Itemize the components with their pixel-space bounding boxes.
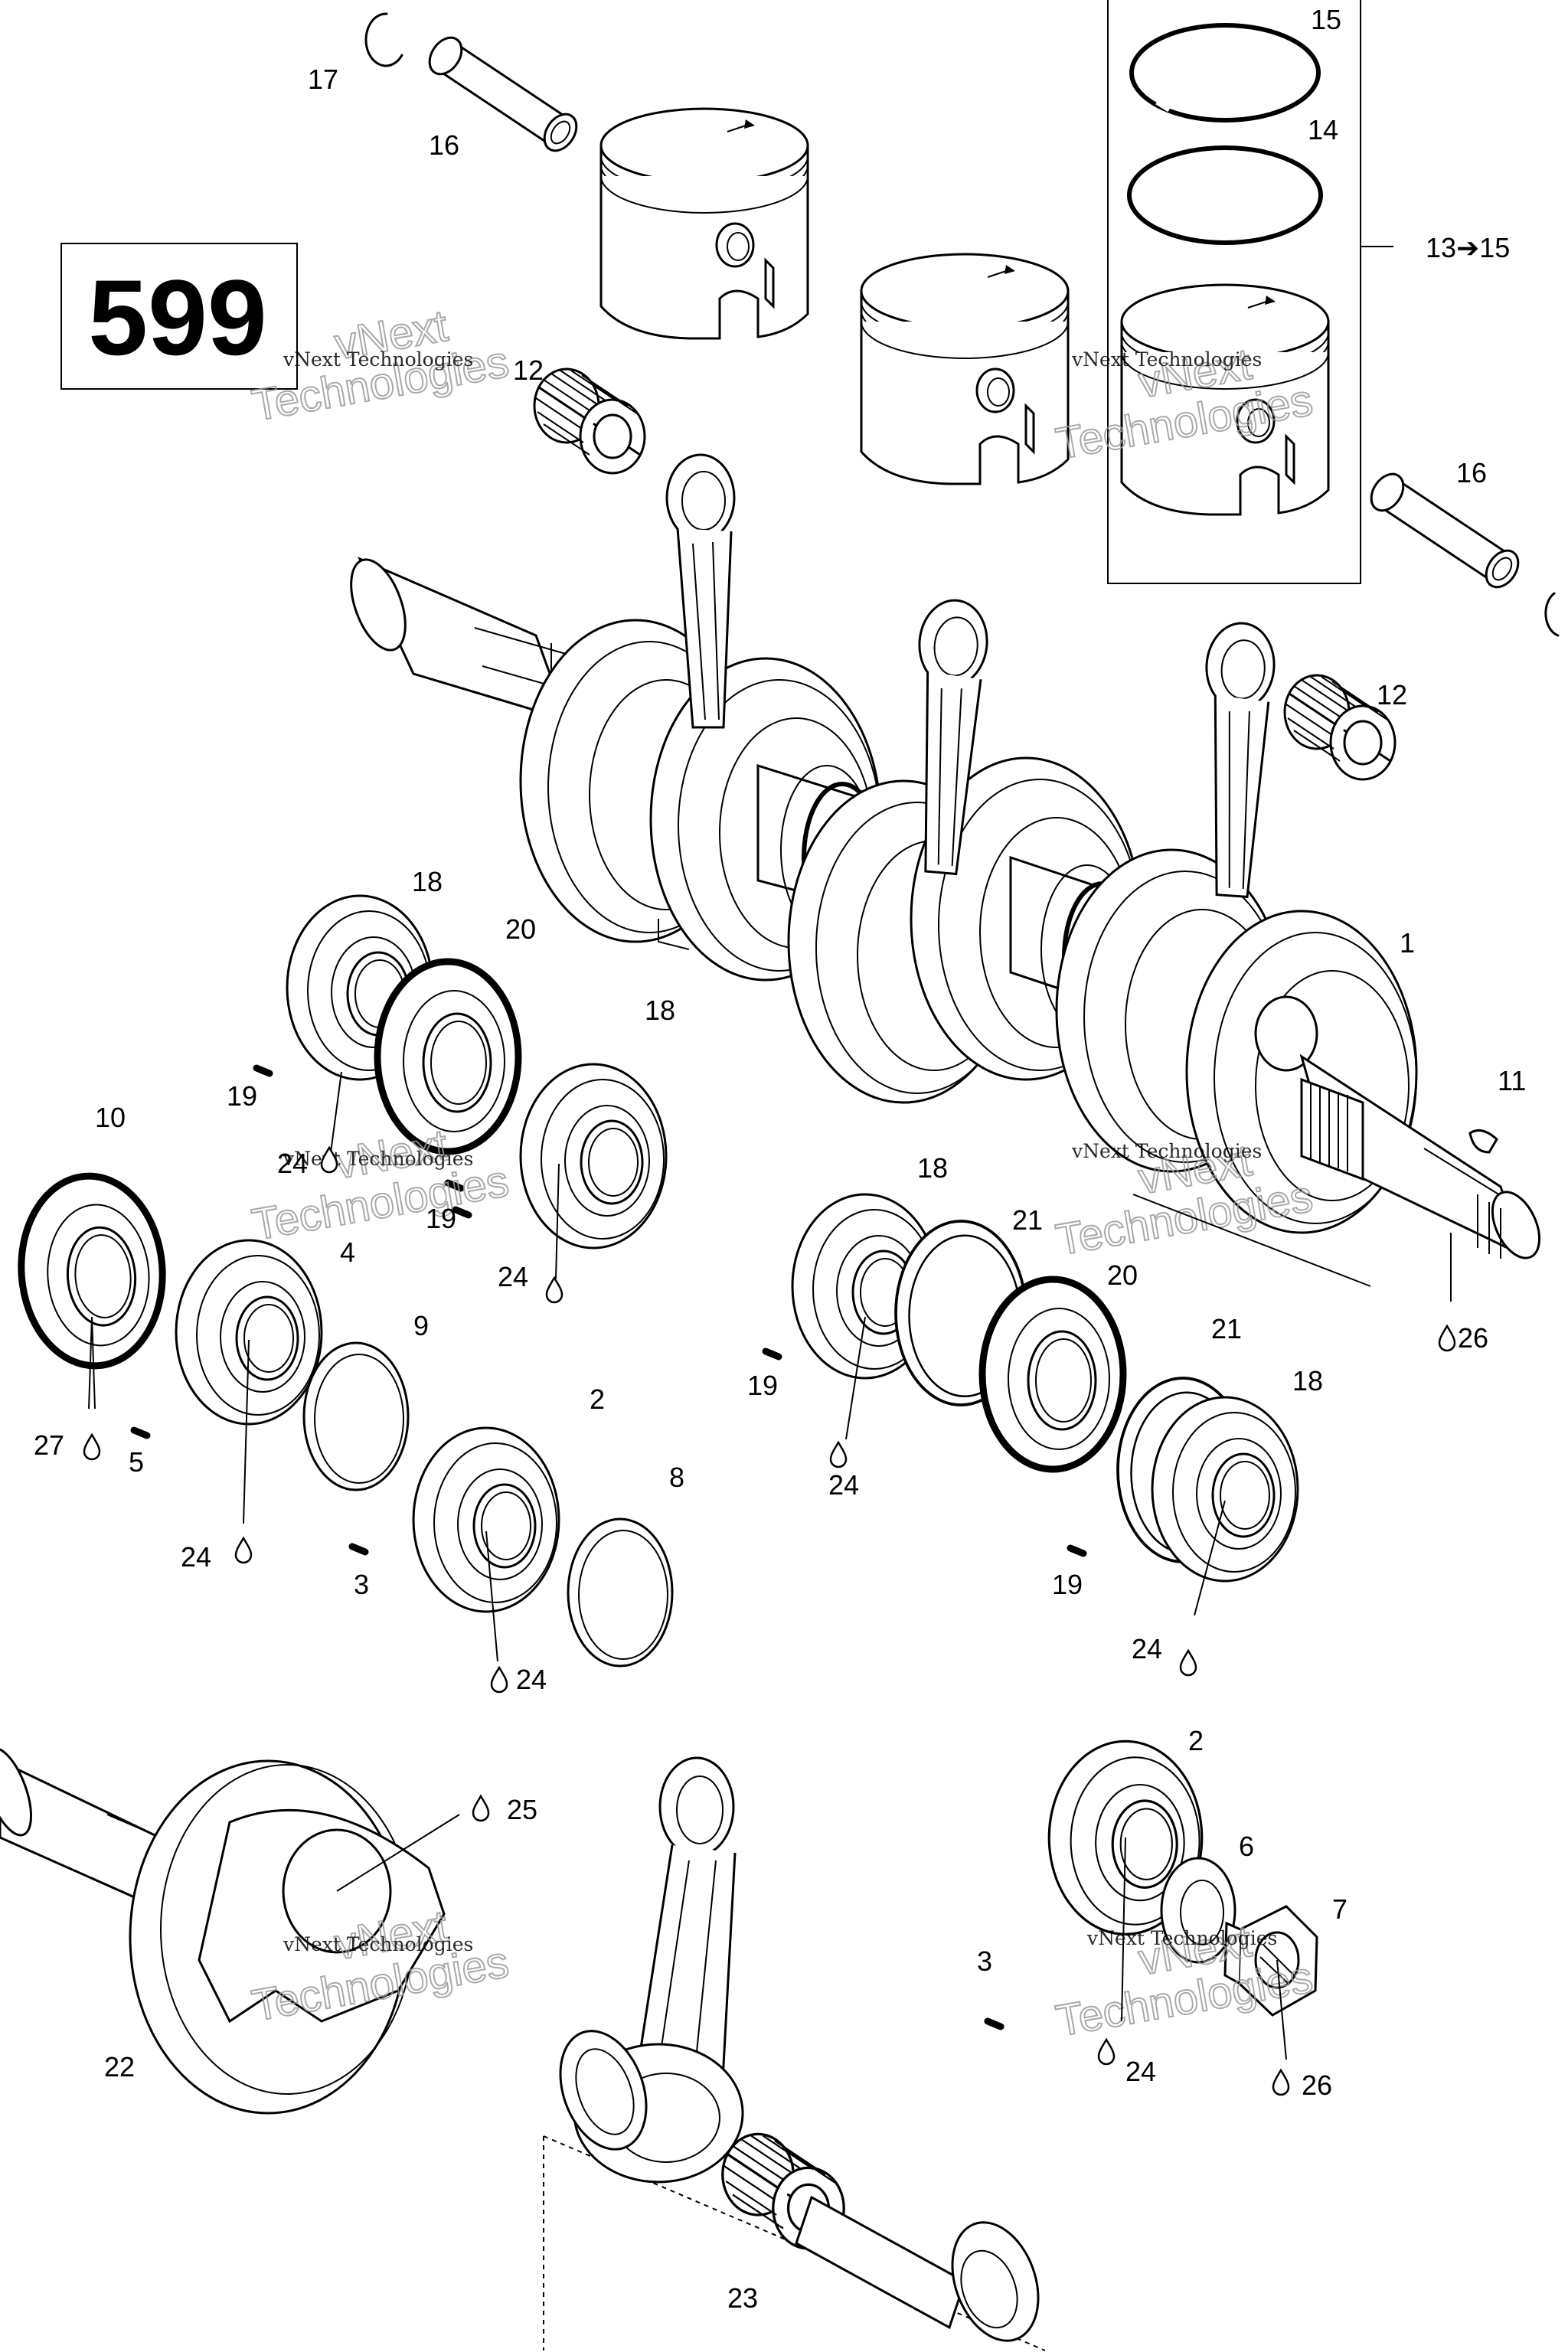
callout-24: 24 (277, 1148, 308, 1179)
bearing-4 (175, 1239, 323, 1426)
bearing-2-a (412, 1426, 560, 1613)
callout-22: 22 (104, 2051, 135, 2082)
page-number: 599 (88, 257, 267, 377)
seal-20-b (982, 1279, 1123, 1469)
callout-26: 26 (1302, 2069, 1332, 2101)
callout-24: 24 (1125, 2056, 1156, 2087)
page-number-box: 599 (60, 243, 298, 390)
callout-21: 21 (1211, 1313, 1242, 1344)
callout-18: 18 (412, 866, 443, 897)
crankshaft-1 (350, 453, 1541, 1259)
callout-21: 21 (1012, 1204, 1043, 1236)
circlip-17-right (1544, 592, 1560, 637)
callout-19: 19 (426, 1203, 456, 1234)
callout-26: 26 (1458, 1322, 1488, 1354)
drop-icon (1438, 1325, 1456, 1352)
callout-1: 1 (1400, 927, 1415, 959)
callout-19: 19 (227, 1080, 257, 1112)
svg-text:vNext Technologies: vNext Technologies (283, 1933, 473, 1955)
drop-icon (545, 1276, 564, 1304)
svg-text:vNext Technologies: vNext Technologies (1086, 1927, 1277, 1949)
drop-icon (234, 1537, 253, 1564)
drop-icon (83, 1433, 101, 1461)
callout-14: 14 (1308, 114, 1338, 145)
svg-text:vNext Technologies: vNext Technologies (283, 348, 473, 371)
drop-icon (490, 1666, 508, 1694)
drop-icon (1097, 2038, 1116, 2066)
needle-bearing-12-top (533, 368, 646, 475)
svg-text:vNext Technologies: vNext Technologies (1071, 1140, 1262, 1162)
callout-4: 4 (340, 1236, 355, 1268)
callout-16: 16 (1456, 457, 1487, 488)
callout-24: 24 (498, 1261, 528, 1292)
callout-27: 27 (34, 1429, 64, 1461)
washer-6 (1160, 1857, 1236, 1964)
seal-10 (15, 1171, 169, 1370)
svg-text:vNext Technologies: vNext Technologies (1071, 348, 1262, 371)
ring-8 (567, 1517, 674, 1668)
piston-1 (599, 107, 809, 340)
callout-18: 18 (645, 995, 675, 1026)
callout-23: 23 (727, 2282, 758, 2314)
callout-12: 12 (513, 354, 544, 386)
callout-2: 2 (590, 1383, 605, 1415)
drop-icon (472, 1795, 490, 1822)
piston-pin-16-right (1364, 466, 1526, 595)
callout-13-15: 13➔15 (1426, 232, 1510, 263)
bearing-18-d (1151, 1396, 1299, 1583)
bearing-18-b (519, 1063, 668, 1250)
key-11 (1468, 1129, 1498, 1154)
seal-20-a (377, 962, 518, 1152)
callout-16: 16 (429, 129, 459, 161)
drop-icon (1179, 1649, 1197, 1677)
connecting-rod-23 (543, 1756, 1046, 2351)
piston-ring-14 (1127, 145, 1323, 245)
callout-18: 18 (1292, 1365, 1323, 1396)
ring-9 (302, 1341, 410, 1491)
callout-17: 17 (308, 64, 338, 95)
drop-icon (829, 1441, 848, 1468)
callout-9: 9 (413, 1310, 429, 1341)
callout-12: 12 (1377, 679, 1407, 710)
callout-15: 15 (1311, 4, 1341, 35)
callout-20: 20 (1107, 1259, 1138, 1291)
callout-18: 18 (917, 1152, 948, 1184)
callout-20: 20 (505, 913, 536, 945)
callout-8: 8 (669, 1462, 684, 1493)
callout-10: 10 (95, 1102, 126, 1133)
callout-19: 19 (1052, 1569, 1083, 1600)
piston-2 (860, 253, 1070, 485)
piston-ring-15 (1129, 23, 1321, 122)
callout-24: 24 (516, 1664, 547, 1695)
callout-11: 11 (1498, 1065, 1526, 1096)
callout-labels: 17 16 15 14 13➔15 12 16 12 1 18 20 18 19… (34, 4, 1526, 2314)
callout-3: 3 (977, 1945, 992, 1977)
dowel-pins (130, 1064, 1087, 2030)
callout-2: 2 (1188, 1725, 1204, 1756)
callout-24: 24 (1132, 1633, 1162, 1664)
drop-icon (1272, 2069, 1290, 2096)
callout-24: 24 (828, 1469, 859, 1501)
callout-5: 5 (129, 1446, 144, 1478)
callout-19: 19 (747, 1370, 778, 1401)
callout-3: 3 (354, 1569, 369, 1600)
piston-kit-box (1107, 0, 1393, 584)
leader-lines (88, 1071, 1452, 2060)
callout-25: 25 (507, 1794, 537, 1825)
callout-6: 6 (1239, 1831, 1254, 1862)
callout-24: 24 (181, 1541, 211, 1573)
svg-text:vNext Technologies: vNext Technologies (283, 1148, 473, 1170)
callout-7: 7 (1332, 1893, 1348, 1925)
circlip-17-top (364, 12, 403, 67)
